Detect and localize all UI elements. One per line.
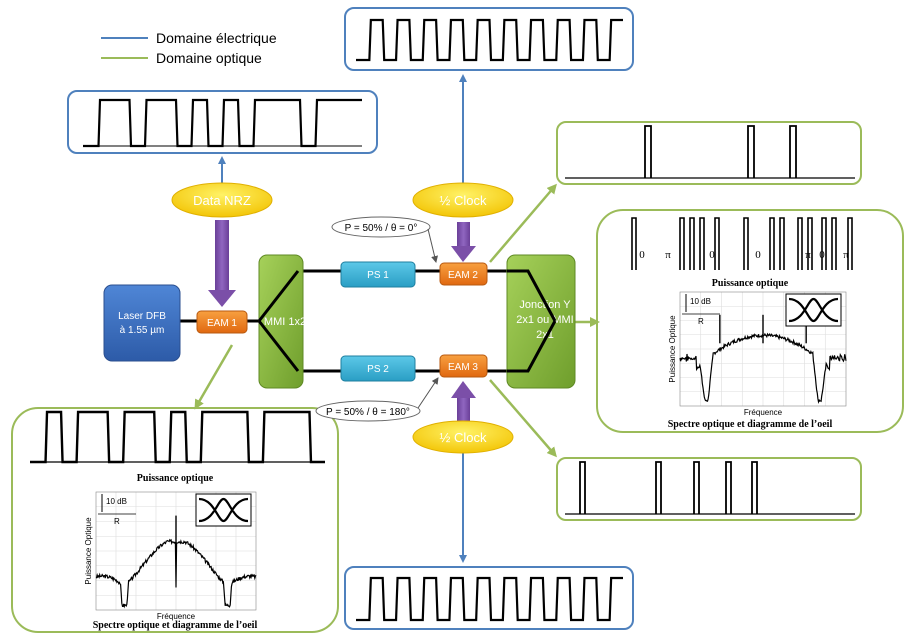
data-nrz-source: Data NRZ (171, 182, 273, 218)
ps1-label: PS 1 (367, 270, 389, 281)
clock-top-source: ½ Clock (412, 182, 514, 218)
mmi-label: MMI 1x2 (264, 316, 306, 328)
arrow-eam2-to-arm1-panel (489, 183, 557, 263)
ps2-label: PS 2 (367, 364, 389, 375)
phase-label-4: π (805, 249, 811, 261)
phase-label-0: 0 (639, 249, 645, 261)
legend-optical-label: Domaine optique (156, 50, 262, 66)
waveform-eam1 (30, 410, 325, 464)
legend-electrical-label: Domaine électrique (156, 30, 277, 46)
eam2-block: EAM 2 (439, 262, 488, 286)
arrow-eam1-to-panel (194, 344, 234, 410)
phase-annotation-top-text: P = 50% / θ = 0° (345, 223, 418, 234)
phase-annotation-bottom-text: P = 50% / θ = 180° (326, 407, 410, 418)
waveform-clock-top (356, 18, 623, 62)
eam3-block: EAM 3 (439, 354, 488, 378)
eam1-spectrum-title: Puissance optique (137, 473, 214, 484)
output-spectrum-title: Puissance optique (712, 278, 789, 289)
ps2-block: PS 2 (340, 355, 416, 382)
spec-left-frame (95, 491, 257, 611)
eam1-spectrum-caption: Spectre optique et diagramme de l’oeil (93, 620, 258, 631)
waveform-output (631, 217, 853, 270)
panel-clock-bottom-signal (344, 566, 634, 630)
spec-right-res-label: R (698, 317, 704, 326)
wave-arm2-pulses (579, 461, 758, 514)
waveform-arm2 (565, 461, 855, 515)
eam3-label: EAM 3 (448, 362, 478, 373)
laser-label-line2: à 1.55 µm (120, 325, 165, 336)
laser-label-line1: Laser DFB (118, 311, 166, 322)
arrow-clock-to-eam3 (451, 381, 476, 424)
eam1-label: EAM 1 (207, 318, 237, 329)
spec-left-x-axis-label: Fréquence (157, 612, 196, 621)
spec-left-eye-trace (198, 497, 249, 523)
mmi-waveguide-overlay (257, 270, 300, 372)
junction-block: Jonction Y 2x1 ou MMI 2x1 (506, 254, 576, 389)
panel-arm2-signal (556, 457, 862, 521)
mmi-1x2-block: MMI 1x2 (258, 254, 306, 389)
spec-left-res-label: R (114, 517, 120, 526)
phase-label-2: 0 (709, 249, 715, 261)
waveform-nrz (83, 98, 362, 148)
junction-label-line2: 2x1 ou MMI (516, 314, 573, 326)
clock-bottom-source: ½ Clock (412, 420, 514, 454)
eam2-label: EAM 2 (448, 270, 478, 281)
arrow-data-to-eam1 (208, 220, 236, 307)
eam1-block: EAM 1 (196, 310, 248, 334)
ps1-block: PS 1 (340, 261, 416, 288)
wave-output-pulses (631, 217, 853, 270)
legend: Domaine électrique Domaine optique (101, 30, 277, 66)
spec-right-eye-trace (788, 297, 839, 323)
phase-label-3: 0 (755, 249, 761, 261)
panel-clock-top-signal (344, 7, 634, 71)
spec-right-frame (679, 291, 847, 407)
phase-label-1: π (665, 249, 671, 261)
arrow-clock-to-eam2 (451, 222, 476, 262)
spec-left-y-axis-label: Puissance Optique (84, 517, 93, 585)
spec-right-y-axis-label: Puissance Optique (668, 315, 677, 383)
wave-clock-top-trace (356, 18, 623, 62)
wave-arm1-pulses (644, 125, 797, 178)
wave-clock-bottom-trace (356, 576, 623, 622)
panel-arm1-signal (556, 121, 862, 185)
clock-bottom-label: ½ Clock (440, 430, 487, 445)
panel-eam1-spectrum (11, 407, 339, 633)
spec-right-scale-label: 10 dB (690, 297, 711, 306)
phase-label-5: 0 (819, 249, 825, 261)
junction-waveguide-overlay (507, 269, 557, 373)
wave-eam1-trace (30, 410, 325, 464)
spec-right-x-axis-label: Fréquence (744, 408, 783, 417)
panel-output-spectrum (596, 209, 904, 433)
waveform-clock-bottom (356, 576, 623, 622)
laser-dfb-block: Laser DFB à 1.55 µm (103, 284, 181, 362)
phase-annotation-top: P = 50% / θ = 0° (331, 216, 438, 263)
data-nrz-label: Data NRZ (193, 193, 251, 208)
phase-annotation-bottom: P = 50% / θ = 180° (315, 377, 439, 422)
phase-label-6: π (843, 249, 849, 261)
clock-top-label: ½ Clock (440, 193, 487, 208)
spec-left-scale-label: 10 dB (106, 497, 127, 506)
waveform-arm1 (565, 125, 855, 179)
output-spectrum-caption: Spectre optique et diagramme de l’oeil (668, 419, 833, 430)
spec-left-curve (95, 538, 257, 609)
arrow-eam3-to-arm2-panel (489, 379, 557, 458)
